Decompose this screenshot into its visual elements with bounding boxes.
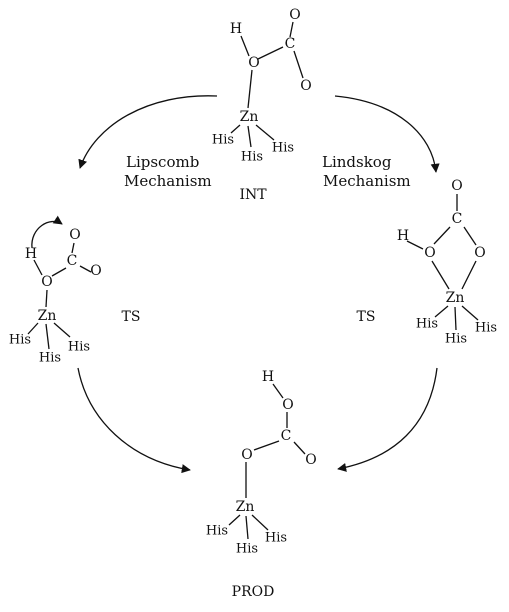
bond-h-o — [33, 259, 43, 276]
atom-o-top: O — [451, 178, 462, 194]
atom-his-right: His — [272, 141, 294, 156]
arrow-ts-left-to-prod — [77, 367, 191, 474]
bond-o-zn — [45, 289, 48, 308]
label-prod: PROD — [232, 584, 275, 600]
label-lipscomb-mechanism: Mechanism — [124, 172, 212, 190]
bond-h-o — [240, 35, 250, 57]
bond-o-zn-left — [431, 260, 450, 290]
bond-zn-his-right — [461, 305, 479, 321]
bond-c-o-right — [293, 50, 304, 79]
atom-his-bottom: His — [236, 542, 258, 557]
bond-c-o-left — [253, 440, 280, 451]
label-lindskog-mechanism: Mechanism — [323, 172, 411, 190]
arrow-int-to-ts-right — [334, 95, 440, 173]
bond-o-zn-right — [461, 260, 477, 290]
atom-his-left: His — [416, 317, 438, 332]
arrow-ts-right-to-prod — [337, 367, 438, 472]
bond-h-o — [272, 383, 284, 399]
bond-zn-his-left — [27, 322, 39, 335]
atom-o-top: O — [69, 227, 80, 243]
atom-o-right: O — [300, 78, 311, 94]
atom-o: O — [41, 274, 52, 290]
bond-zn-his-left — [434, 305, 449, 318]
bond-c-o-top — [71, 242, 75, 254]
bond-o-c — [257, 46, 284, 60]
bond-zn-his-bottom — [45, 323, 50, 350]
bond-c-o-right — [293, 441, 306, 455]
atom-o-right: O — [90, 263, 101, 279]
label-ts-right: TS — [357, 309, 376, 325]
atom-o-left: O — [241, 447, 252, 463]
bond-zn-his-right — [251, 514, 269, 531]
ts-left-structure: H O C O O Zn His His His TS — [9, 215, 141, 366]
bond-zn-his-left — [230, 124, 241, 134]
atom-his-left: His — [206, 524, 228, 539]
bond-zn-his-right — [53, 322, 71, 338]
bond-c-o-right — [463, 226, 477, 246]
atom-h: H — [230, 21, 242, 37]
atom-o-top: O — [282, 397, 293, 413]
atom-zn: Zn — [38, 308, 57, 324]
ts-right-structure: H O C O O Zn His His His TS — [357, 178, 498, 347]
atom-c: C — [281, 428, 292, 444]
bond-zn-his-bottom — [247, 125, 252, 148]
atom-his-bottom: His — [445, 332, 467, 347]
atom-his-right: His — [68, 340, 90, 355]
bond-h-o — [406, 240, 424, 250]
atom-o-right: O — [305, 452, 316, 468]
bond-zn-his-left — [228, 514, 241, 526]
atom-o-right: O — [474, 245, 485, 261]
atom-h: H — [262, 369, 274, 385]
bond-zn-his-bottom — [454, 306, 457, 331]
atom-o-left: O — [424, 245, 435, 261]
atom-zn: Zn — [240, 109, 259, 125]
int-structure: H O C O O Zn His His His INT — [212, 7, 312, 203]
atom-his-bottom: His — [241, 150, 263, 165]
atom-his-left: His — [9, 333, 31, 348]
label-lipscomb: Lipscomb — [126, 153, 199, 171]
prod-structure: H O C O O Zn His His His PROD — [206, 369, 317, 600]
label-lindskog: Lindskog — [322, 153, 392, 171]
atom-his-right: His — [475, 321, 497, 336]
atom-h: H — [397, 228, 409, 244]
atom-c: C — [285, 36, 296, 52]
bond-zn-his-bottom — [245, 515, 249, 540]
atom-h: H — [25, 246, 37, 262]
bond-o-c — [51, 267, 67, 277]
label-int: INT — [239, 187, 267, 203]
bond-o-c-left — [433, 226, 451, 245]
bond-o-zn — [247, 69, 253, 109]
label-ts-left: TS — [122, 309, 141, 325]
atom-zn: Zn — [236, 499, 255, 515]
atom-c: C — [67, 253, 78, 269]
bond-c-o-right — [79, 265, 92, 273]
atom-o-top: O — [289, 7, 300, 23]
atom-c: C — [452, 211, 463, 227]
atom-his-right: His — [265, 531, 287, 546]
atom-o: O — [248, 55, 259, 71]
arrow-int-to-ts-left — [78, 95, 218, 169]
bond-c-o-top — [289, 21, 294, 38]
atom-zn: Zn — [446, 290, 465, 306]
atom-his-bottom: His — [39, 351, 61, 366]
atom-his-left: His — [212, 133, 234, 148]
arrow-proton-transfer — [31, 215, 63, 249]
bond-zn-his-right — [255, 124, 275, 141]
